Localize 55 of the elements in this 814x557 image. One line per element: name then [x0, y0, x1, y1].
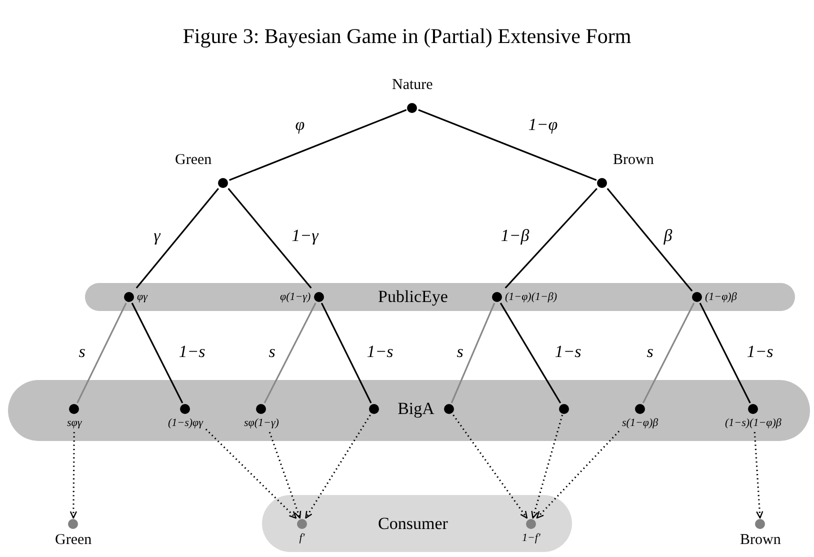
tree-branch [418, 109, 597, 181]
node-label: f′ [299, 532, 305, 544]
tree-branch [136, 188, 219, 288]
edge-label: s [78, 342, 86, 362]
tree-branch [228, 188, 312, 289]
arrow [452, 414, 528, 519]
arrow [205, 428, 297, 519]
edge-label: 1−γ [292, 226, 318, 246]
edge-label: φ [295, 115, 305, 135]
node-label: sφγ [67, 417, 82, 430]
tree-branch [500, 302, 562, 404]
tree-branch [264, 302, 316, 404]
node-label: Nature [392, 77, 433, 94]
node-label: Green [175, 152, 212, 168]
tree-branch [504, 188, 598, 289]
tree-branch [450, 302, 496, 404]
edge-label: 1−β [500, 226, 530, 246]
edge-label: 1−s [178, 342, 206, 362]
edge-label: s [646, 342, 654, 362]
group-label: PublicEye [378, 287, 448, 307]
node-label: sφ(1−γ) [244, 417, 279, 430]
node-label: φ(1−γ) [280, 291, 311, 304]
tree-branch [229, 109, 407, 181]
edge-label: 1−s [366, 342, 394, 362]
figure-title: Figure 3: Bayesian Game in (Partial) Extensive Form [182, 24, 632, 49]
node-label: 1−f′ [522, 532, 540, 544]
tree-branch [76, 302, 127, 404]
edge-label: s [268, 342, 276, 362]
arrow [305, 414, 371, 519]
node-label: Brown [613, 152, 654, 168]
group-label: Consumer [378, 514, 448, 534]
tree-branch [699, 302, 751, 404]
node-label: s(1−φ)β [622, 417, 658, 430]
tree-branch [131, 302, 184, 404]
node-label: (1−φ)(1−β) [505, 291, 558, 304]
tree-branch [642, 302, 695, 404]
node-label: (1−s)(1−φ)β [725, 417, 782, 430]
edge-label: β [664, 226, 672, 246]
node-label: (1−s)φγ [168, 417, 203, 430]
arrow [531, 414, 564, 519]
tree-branch [320, 302, 372, 404]
edge-label: s [456, 342, 464, 362]
node-label: φγ [137, 291, 148, 304]
arrow [70, 432, 78, 519]
edge-label: 1−s [554, 342, 582, 362]
node-label: Green [55, 532, 92, 548]
group-band [85, 283, 795, 311]
tree-branch [606, 188, 693, 292]
edge-label: 1−s [746, 342, 774, 362]
edge-label: 1−φ [528, 115, 558, 135]
edge-label: γ [154, 226, 160, 246]
arrow [754, 432, 764, 519]
node-label: (1−φ)β [705, 291, 737, 304]
node-label: Brown [740, 532, 781, 548]
group-label: BigA [398, 399, 434, 419]
